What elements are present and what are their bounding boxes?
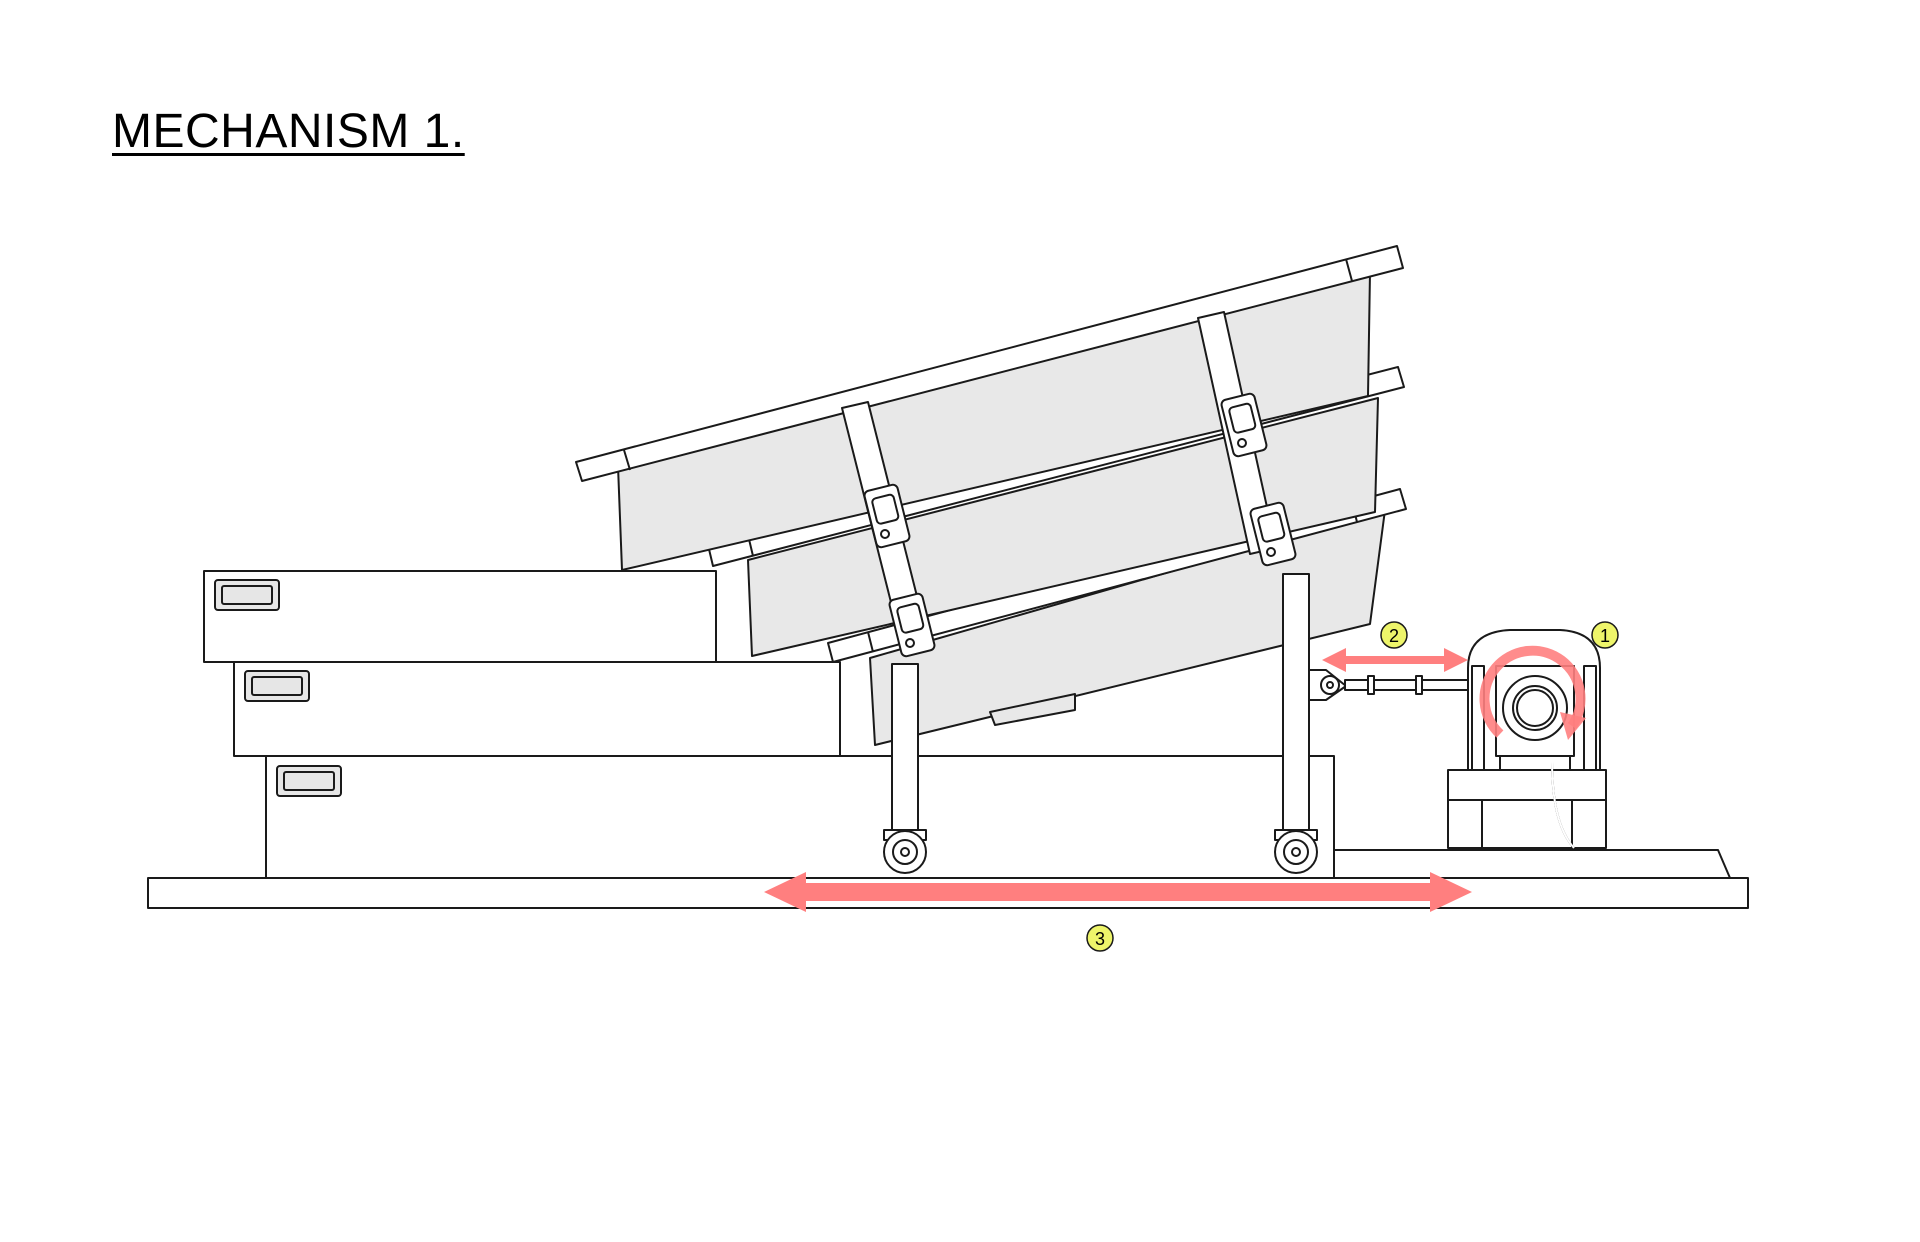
badge-1: 1	[1591, 621, 1619, 649]
connecting-rod	[1308, 669, 1474, 701]
page-title: MECHANISM 1.	[112, 105, 465, 158]
badge-2-label: 2	[1389, 626, 1399, 646]
badge-1-label: 1	[1600, 626, 1610, 646]
drawer-box-bottom	[265, 755, 1335, 879]
drawer-box-middle	[233, 661, 841, 757]
latch-left-lower	[888, 592, 936, 658]
badge-2: 2	[1380, 621, 1408, 649]
tray-top	[575, 245, 1404, 571]
leg-left	[883, 663, 927, 874]
badge-3-label: 3	[1095, 929, 1105, 949]
sliding-arrow	[764, 872, 1472, 912]
reciprocating-arrow	[1322, 648, 1468, 672]
latch-right-lower	[1249, 501, 1297, 567]
motor-unit	[1447, 629, 1607, 849]
drawer-box-top	[203, 570, 717, 663]
latch-right-upper	[1220, 392, 1268, 458]
badge-3: 3	[1086, 924, 1114, 952]
leg-right	[1274, 573, 1318, 874]
latch-left-upper	[863, 483, 911, 549]
rotation-arrow	[1479, 645, 1586, 740]
